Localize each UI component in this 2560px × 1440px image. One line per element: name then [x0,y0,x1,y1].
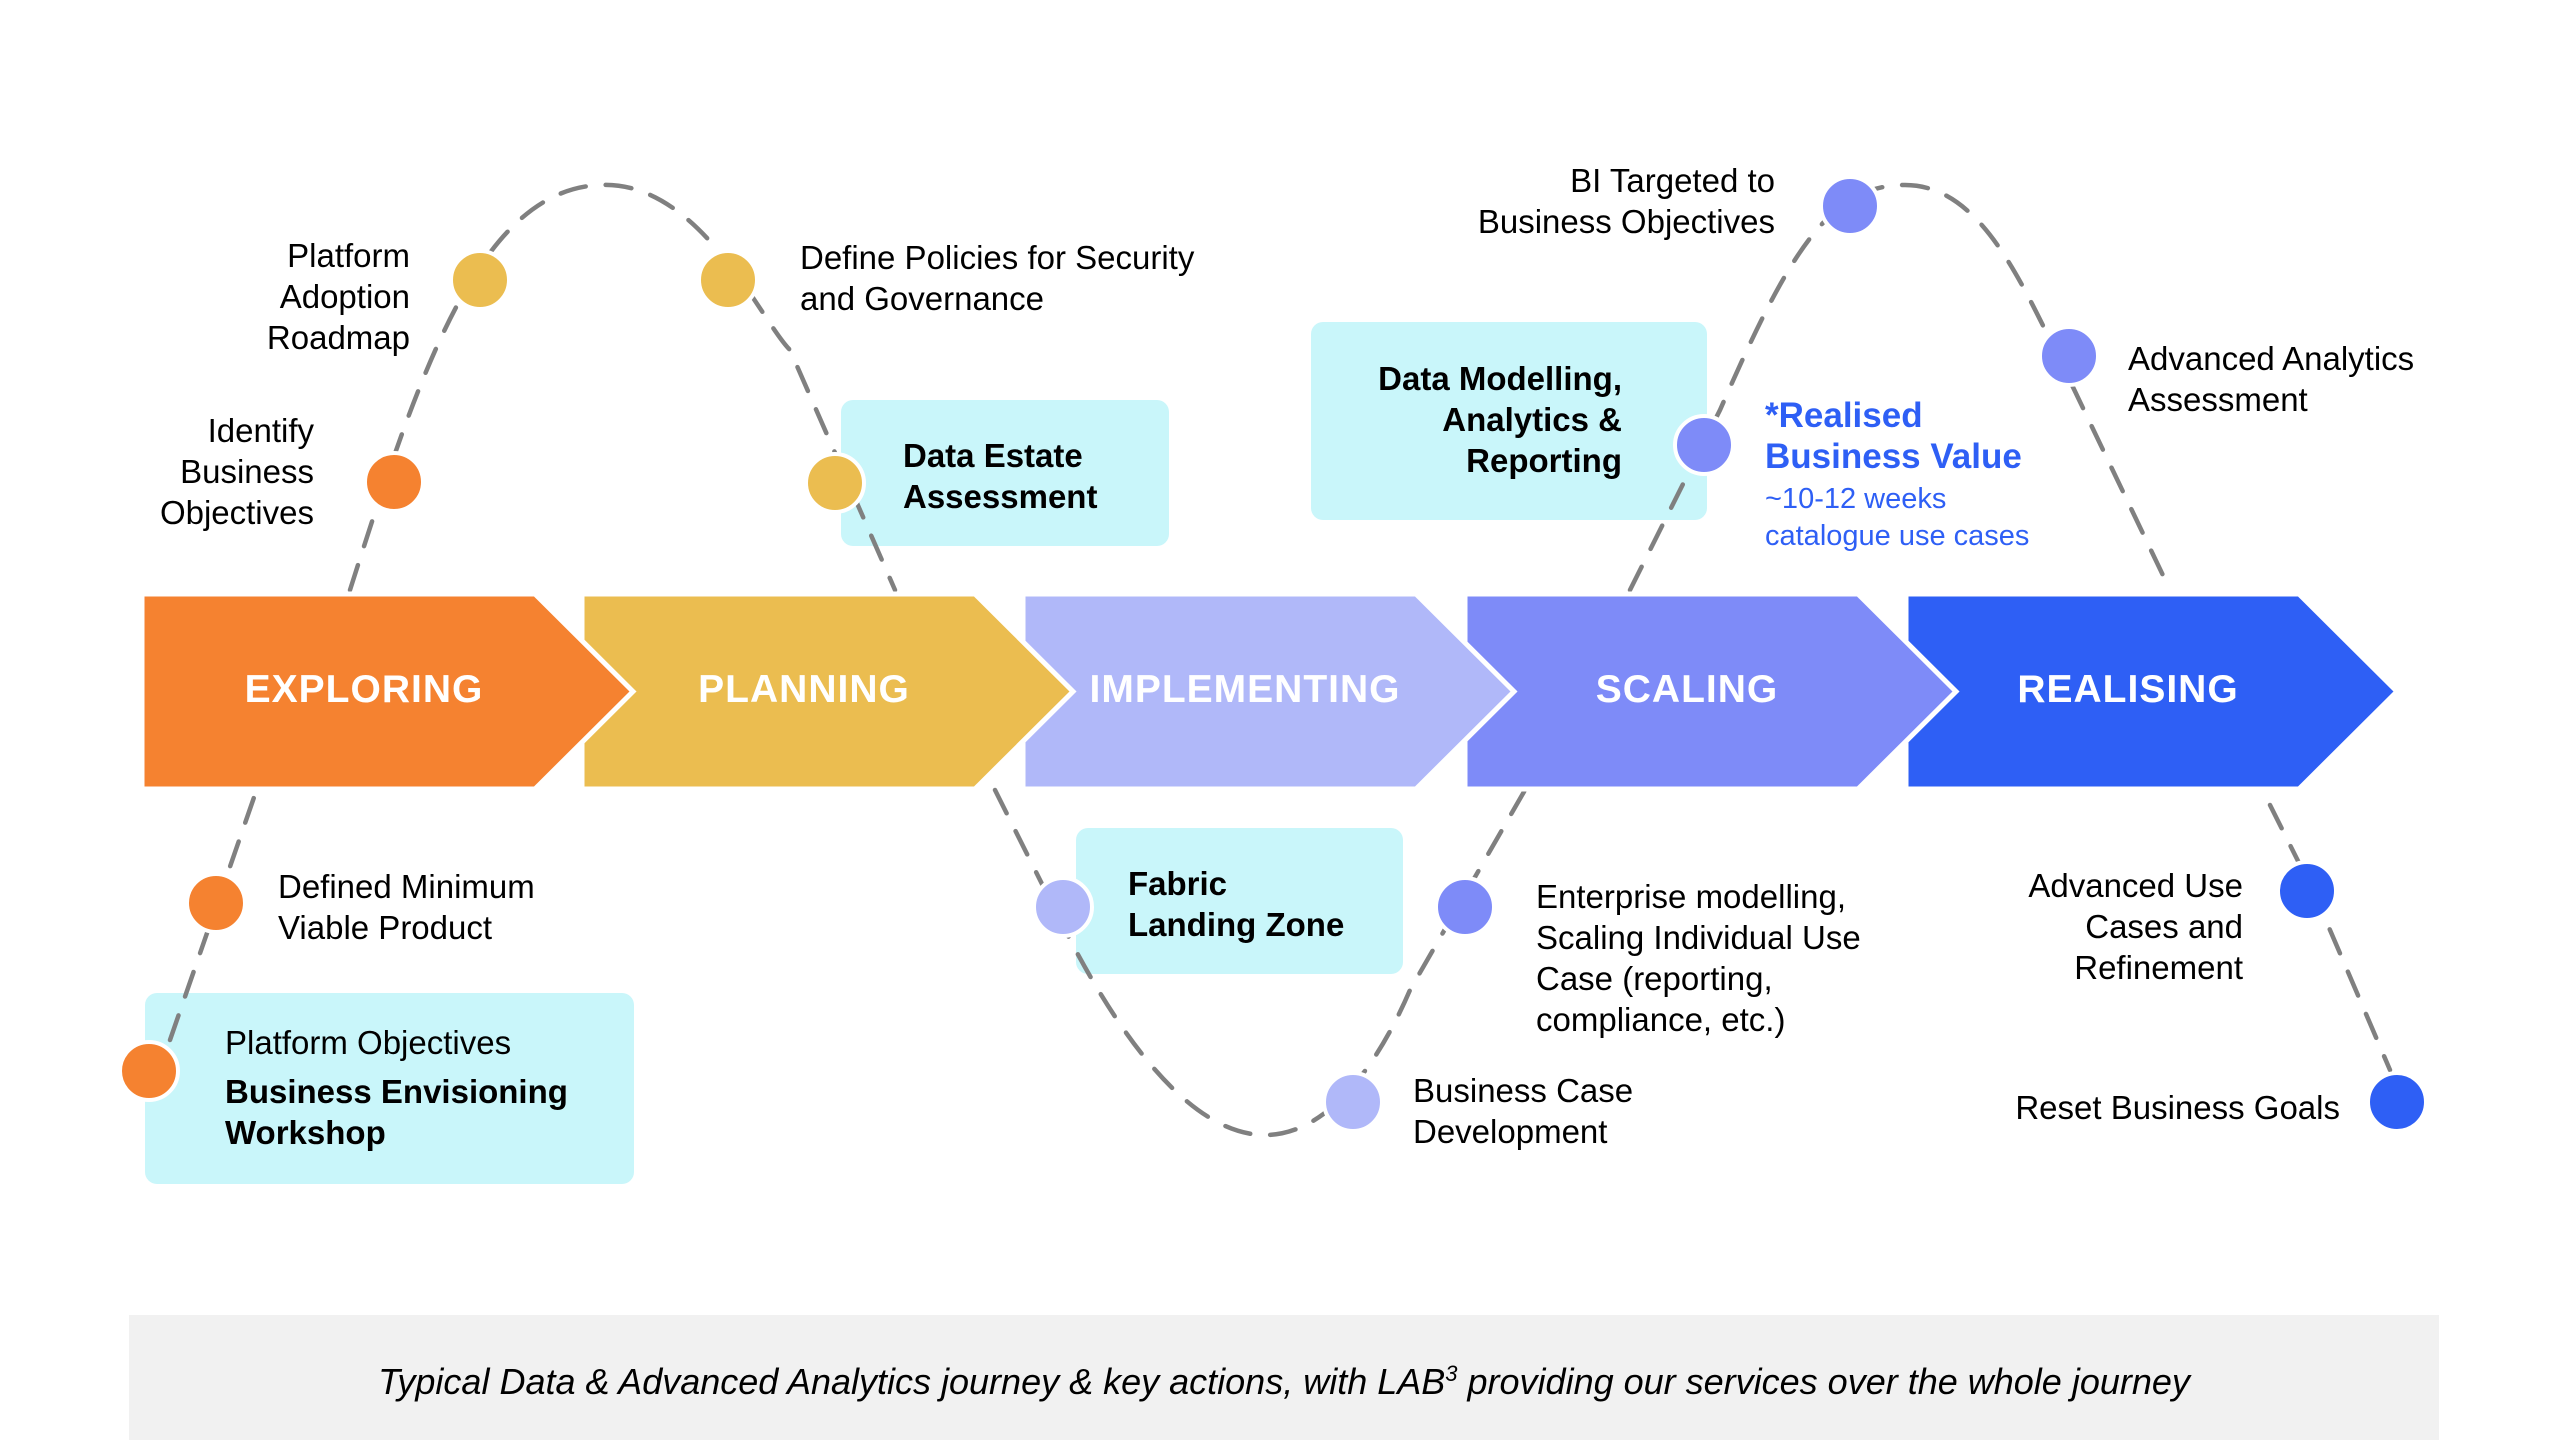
milestone-dot-enterprise-modelling [1434,876,1496,938]
milestone-dot-advanced-analytics-assessment [2038,325,2100,387]
milestone-dot-data-modelling [1673,414,1735,476]
highlight-box-fabric [1076,828,1403,974]
milestone-dot-data-estate-assessment [804,452,866,514]
label-platform-adoption-roadmap: Platform Adoption Roadmap [266,237,410,356]
milestone-dot-define-policies [697,249,759,311]
caption-bar: Typical Data & Advanced Analytics journe… [129,1315,2439,1440]
phase-label-realising: REALISING [2017,668,2239,711]
milestone-dot-bi-targeted [1819,175,1881,237]
realised-value-annotation: *Realised Business Value ~10-12 weeks ca… [1765,396,2030,552]
phase-chevron-exploring [139,591,637,792]
milestone-dot-defined-mvp [185,872,247,934]
label-enterprise-modelling: Enterprise modelling, Scaling Individual… [1536,878,1861,1038]
label-identify-business-objectives: Identify Business Objectives [159,412,314,531]
phase-label-scaling: SCALING [1595,668,1779,711]
milestone-dot-platform-adoption-roadmap [449,249,511,311]
label-defined-mvp: Defined Minimum Viable Product [278,868,535,946]
milestone-dot-advanced-use-cases [2276,860,2338,922]
highlight-box-business-envisioning [145,993,634,1184]
label-advanced-use-cases: Advanced Use Cases and Refinement [2028,867,2243,986]
milestone-dot-reset-business-goals [2366,1071,2428,1133]
label-business-case-development: Business Case Development [1413,1072,1634,1150]
highlight-box-data-modelling [1311,322,1707,520]
milestone-dot-identify-business-objectives [363,451,425,513]
milestone-dot-business-envisioning [118,1040,180,1102]
label-business-envisioning: Platform Objectives Business Envisioning… [225,1024,568,1151]
phase-label-implementing: IMPLEMENTING [1089,668,1401,711]
milestone-dot-fabric-landing-zone [1032,876,1094,938]
label-define-policies: Define Policies for Security and Governa… [800,239,1195,317]
label-advanced-analytics-assessment: Advanced Analytics Assessment [2128,340,2415,418]
label-reset-business-goals: Reset Business Goals [2015,1089,2340,1126]
phase-label-planning: PLANNING [698,668,910,711]
label-fabric-landing-zone: Fabric Landing Zone [1128,865,1345,943]
highlight-box-data-estate [841,400,1169,546]
milestone-dot-business-case-development [1322,1071,1384,1133]
phase-label-exploring: EXPLORING [244,668,484,711]
label-bi-targeted: BI Targeted to Business Objectives [1477,162,1775,240]
label-data-estate-assessment: Data Estate Assessment [903,437,1098,515]
label-data-modelling: Data Modelling, Analytics & Reporting [1378,360,1622,479]
caption-text: Typical Data & Advanced Analytics journe… [378,1361,2190,1402]
